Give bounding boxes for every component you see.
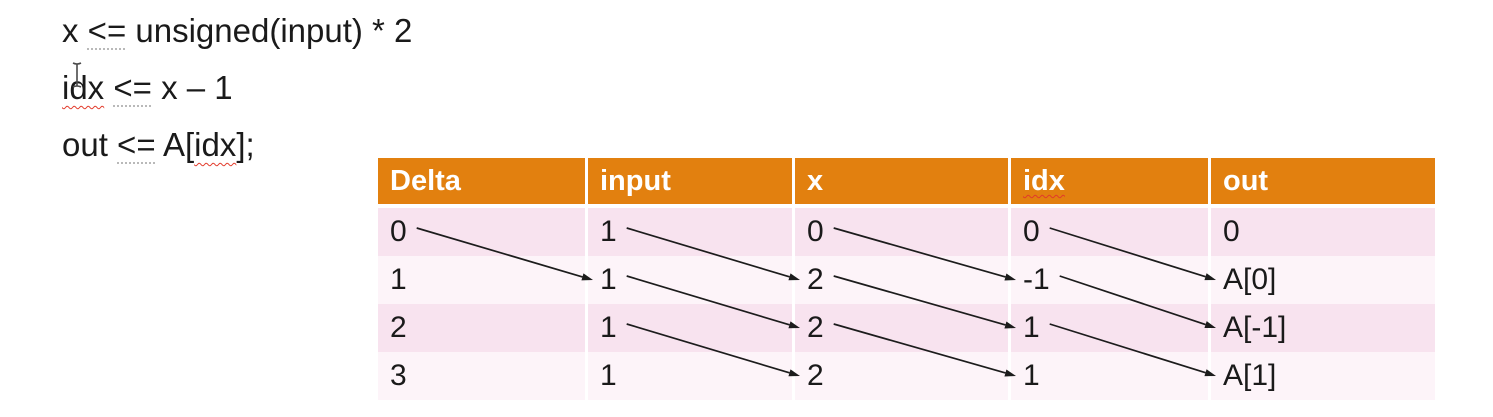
table-cell: 0 <box>378 208 588 256</box>
column-header-label: out <box>1223 165 1269 197</box>
cell-value: 2 <box>807 311 824 344</box>
table-cell: 3 <box>378 352 588 400</box>
table-cell: 2 <box>378 304 588 352</box>
table-cell: 0 <box>795 208 1011 256</box>
cell-value: 0 <box>1023 215 1040 248</box>
code-text: unsigned(input) * 2 <box>126 12 413 49</box>
code-text: ]; <box>236 126 255 163</box>
table-cell: A[0] <box>1211 256 1435 304</box>
table-cell: 0 <box>1011 208 1211 256</box>
table-cell: 1 <box>588 352 795 400</box>
cell-value: 1 <box>600 215 617 248</box>
table-cell: A[1] <box>1211 352 1435 400</box>
column-header-label: input <box>600 165 671 197</box>
cell-value: A[0] <box>1223 263 1277 296</box>
table-cell: 1 <box>378 256 588 304</box>
cell-value: 0 <box>807 215 824 248</box>
code-text: <= <box>113 69 152 106</box>
table-cell: 0 <box>1211 208 1435 256</box>
cell-value: 2 <box>390 311 407 344</box>
misspelled-word: idx <box>62 69 105 106</box>
cell-value: 2 <box>807 263 824 296</box>
cell-value: 2 <box>807 359 824 392</box>
cell-value: 0 <box>390 215 407 248</box>
table-row-0: 0 1 0 0 0 <box>378 208 1435 256</box>
text-cursor-icon <box>72 62 82 88</box>
code-text: A[ <box>155 126 195 163</box>
column-header-Delta: Delta <box>378 158 588 208</box>
cell-value: 0 <box>1223 215 1240 248</box>
table-cell: 1 <box>588 304 795 352</box>
cell-value: 1 <box>600 359 617 392</box>
code-line-0[interactable]: x <= unsigned(input) * 2 <box>62 2 412 59</box>
code-text: out <box>62 126 118 163</box>
code-text: x – 1 <box>151 69 233 106</box>
table-header-row: Delta input x idx out <box>378 158 1435 208</box>
cell-value: 1 <box>1023 311 1040 344</box>
column-header-label: Delta <box>390 165 461 197</box>
code-line-1[interactable]: idx <= x – 1 <box>62 59 412 116</box>
column-header-label: idx <box>1023 165 1065 197</box>
table-row-1: 1 1 2 -1 A[0] <box>378 256 1435 304</box>
table-row-3: 3 1 2 1 A[1] <box>378 352 1435 400</box>
cell-value: -1 <box>1023 263 1050 296</box>
table-cell: 1 <box>588 256 795 304</box>
table-cell: 1 <box>1011 352 1211 400</box>
cell-value: 3 <box>390 359 407 392</box>
column-header-label: x <box>807 165 824 197</box>
cell-value: 1 <box>600 263 617 296</box>
code-text: <= <box>117 126 156 163</box>
table-cell: 2 <box>795 256 1011 304</box>
table-cell: 1 <box>588 208 795 256</box>
code-text: <= <box>87 12 127 49</box>
table-cell: 2 <box>795 304 1011 352</box>
table-cell: A[-1] <box>1211 304 1435 352</box>
table-cell: 1 <box>1011 304 1211 352</box>
cell-value: A[1] <box>1223 359 1277 392</box>
cell-value: 1 <box>600 311 617 344</box>
column-header-input: input <box>588 158 795 208</box>
cell-value: 1 <box>390 263 407 296</box>
code-text <box>104 69 113 106</box>
code-text: x <box>62 12 88 49</box>
table-cell: 2 <box>795 352 1011 400</box>
cell-value: 1 <box>1023 359 1040 392</box>
table-row-2: 2 1 2 1 A[-1] <box>378 304 1435 352</box>
code-line-2[interactable]: out <= A[idx]; <box>62 116 412 173</box>
column-header-x: x <box>795 158 1011 208</box>
table-cell: -1 <box>1011 256 1211 304</box>
cell-value: A[-1] <box>1223 311 1287 344</box>
column-header-out: out <box>1211 158 1435 208</box>
misspelled-word: idx <box>194 126 237 163</box>
column-header-idx: idx <box>1011 158 1211 208</box>
